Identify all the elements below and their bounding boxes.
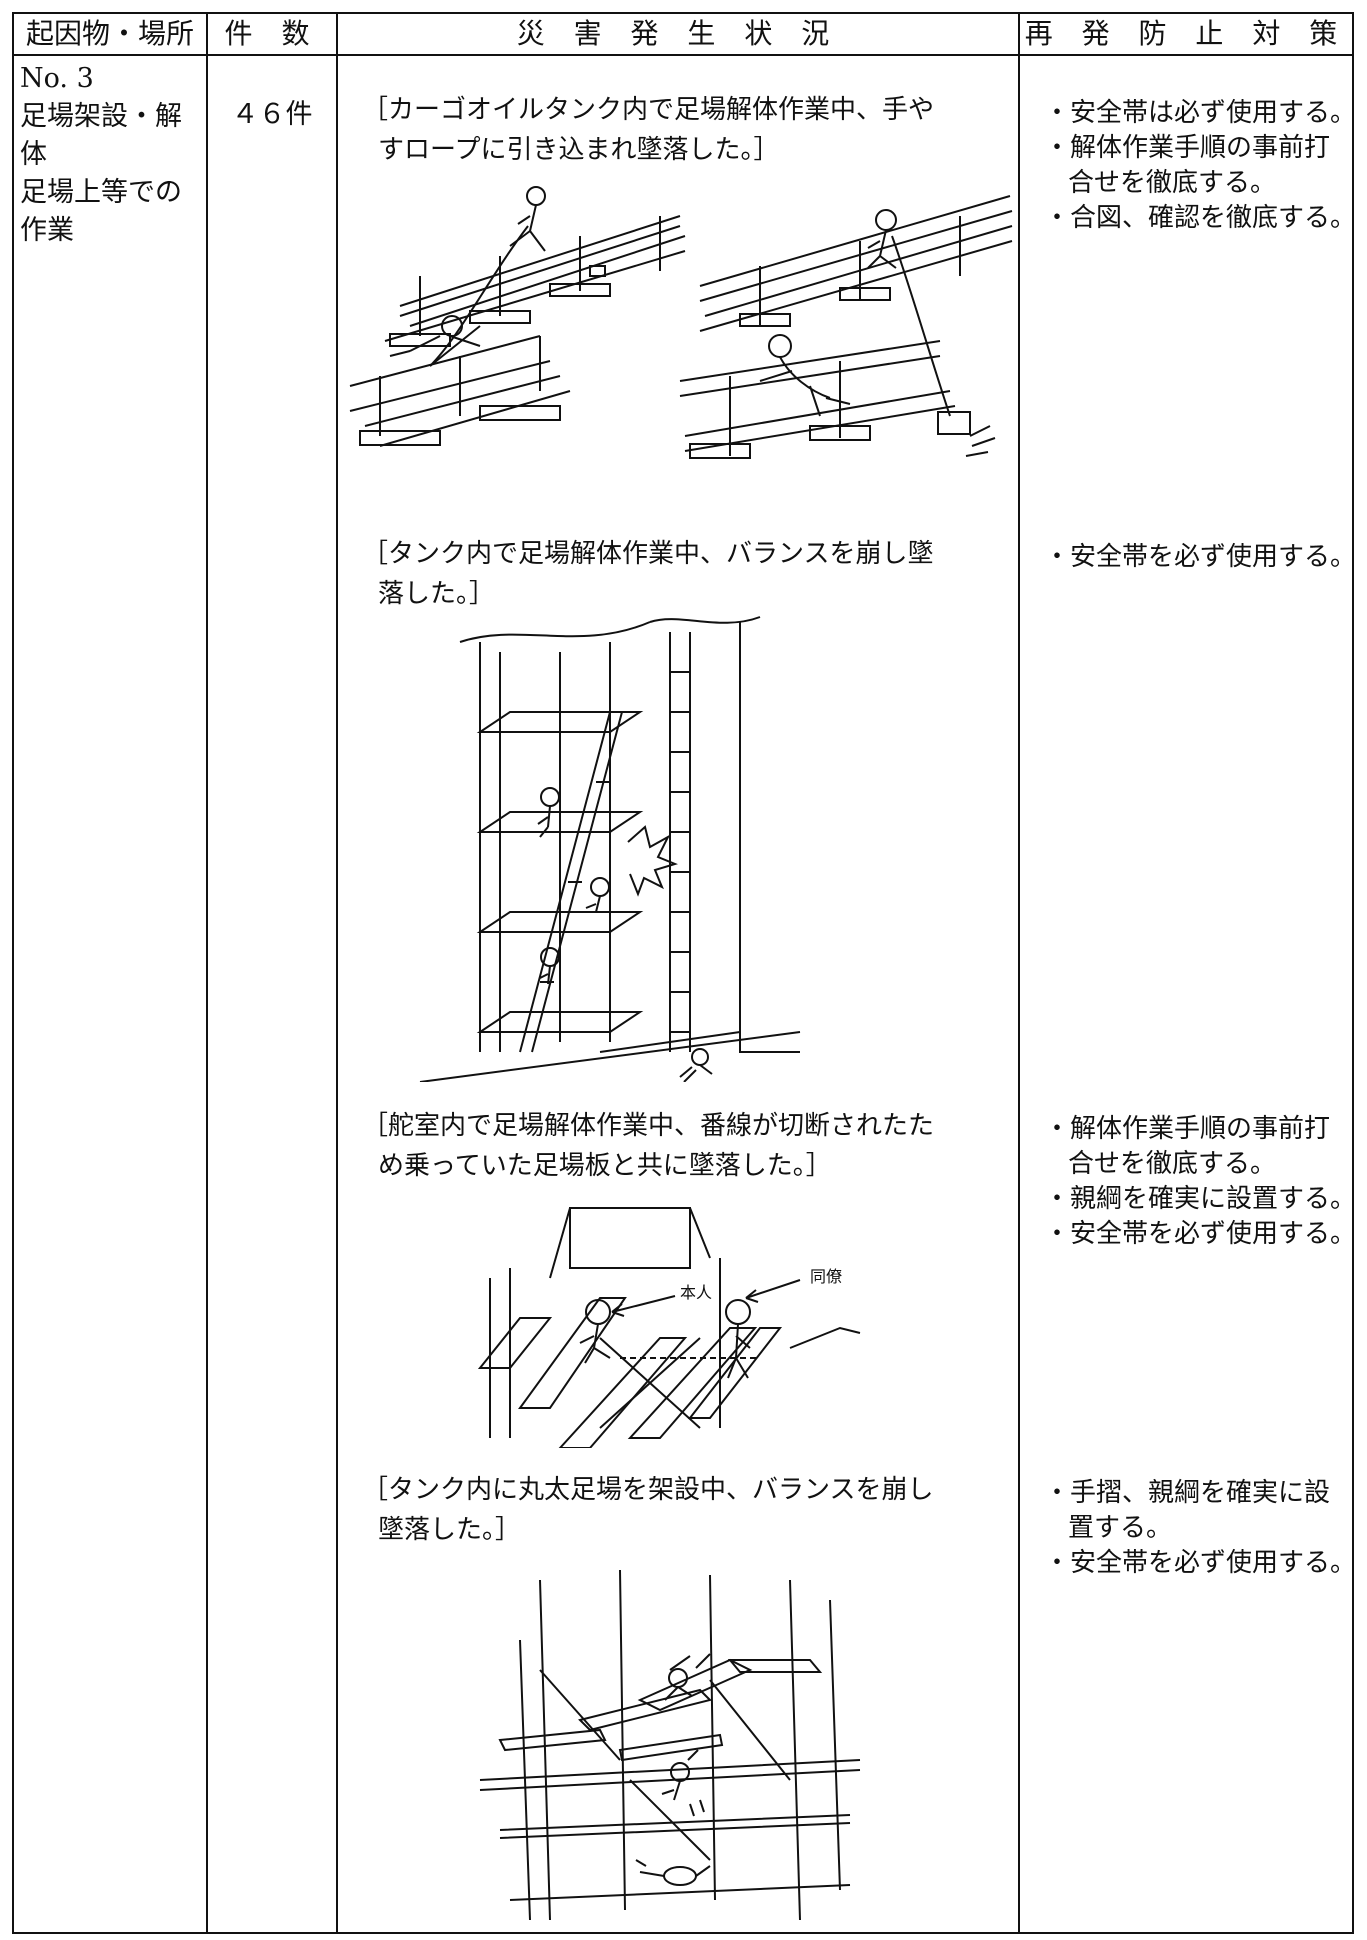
measure-item: ・安全帯を必ず使用する。 [1044, 1548, 1357, 1578]
case-4-illustration [479, 1569, 861, 1921]
case-1-illustration [349, 186, 1013, 459]
measure-item: 合せを徹底する。 [1068, 168, 1277, 198]
case-3-illustration: 本人 同僚 [477, 1207, 861, 1448]
header-count: 件 数 [224, 17, 320, 50]
measure-item: ・解体作業手順の事前打 [1044, 1114, 1331, 1144]
measure-item: 合せを徹底する。 [1068, 1149, 1277, 1179]
case-4-line: 墜落した。］ [378, 1515, 522, 1545]
case-1-line: すロープに引き込まれ墜落した。］ [378, 135, 780, 165]
cause-line: No. 3 [20, 63, 94, 94]
case-2-line: ［タンク内で足場解体作業中、バランスを崩し墜 [362, 539, 934, 569]
case-3-description: ［舵室内で足場解体作業中、番線が切断されたた め乗っていた足場板と共に墜落した。… [362, 1106, 1012, 1186]
case-3-line: め乗っていた足場板と共に墜落した。］ [378, 1151, 832, 1181]
table-frame [12, 12, 1354, 1934]
measure-item: ・安全帯は必ず使用する。 [1044, 98, 1357, 128]
column-divider-2 [336, 12, 338, 1934]
measure-item: ・解体作業手順の事前打 [1044, 133, 1331, 163]
case-1-description: ［カーゴオイルタンク内で足場解体作業中、手や すロープに引き込まれ墜落した。］ [362, 90, 1012, 170]
cause-line: 足場架設・解 [20, 101, 182, 132]
header-divider [12, 54, 1354, 56]
cause-line: 足場上等での [20, 177, 182, 208]
case-2-illustration [419, 616, 801, 1082]
cause-line: 作業 [20, 215, 74, 246]
measure-item: ・安全帯を必ず使用する。 [1044, 542, 1357, 572]
cause-cell: No. 3 足場架設・解 体 足場上等での 作業 [20, 60, 204, 250]
header-situation: 災 害 発 生 状 況 [516, 17, 840, 50]
case-4-measures: ・手摺、親綱を確実に設 置する。 ・安全帯を必ず使用する。 [1044, 1476, 1364, 1581]
measure-item: ・手摺、親綱を確実に設 [1044, 1478, 1331, 1508]
cause-line: 体 [20, 139, 47, 170]
case-1-measures: ・安全帯は必ず使用する。 ・解体作業手順の事前打 合せを徹底する。 ・合図、確認… [1044, 96, 1364, 236]
measure-item: ・合図、確認を徹底する。 [1044, 203, 1357, 233]
case-1-line: ［カーゴオイルタンク内で足場解体作業中、手や [362, 95, 935, 125]
figure-label-coworker: 同僚 [810, 1267, 842, 1286]
header-measures: 再 発 防 止 対 策 [1024, 17, 1348, 50]
measure-item: 置する。 [1068, 1513, 1173, 1543]
case-3-measures: ・解体作業手順の事前打 合せを徹底する。 ・親綱を確実に設置する。 ・安全帯を必… [1044, 1112, 1364, 1252]
case-2-description: ［タンク内で足場解体作業中、バランスを崩し墜 落した。］ [362, 534, 1012, 614]
measure-item: ・安全帯を必ず使用する。 [1044, 1219, 1357, 1249]
column-divider-1 [206, 12, 208, 1934]
measure-item: ・親綱を確実に設置する。 [1044, 1184, 1357, 1214]
case-2-line: 落した。］ [378, 579, 496, 609]
column-divider-3 [1018, 12, 1020, 1934]
count-cell: ４６件 [231, 99, 313, 130]
case-3-line: ［舵室内で足場解体作業中、番線が切断されたた [362, 1111, 935, 1141]
case-2-measures: ・安全帯を必ず使用する。 [1044, 540, 1364, 575]
header-cause: 起因物・場所 [25, 17, 194, 50]
figure-label-self: 本人 [680, 1283, 712, 1302]
case-4-line: ［タンク内に丸太足場を架設中、バランスを崩し [362, 1475, 934, 1505]
case-4-description: ［タンク内に丸太足場を架設中、バランスを崩し 墜落した。］ [362, 1470, 1012, 1550]
